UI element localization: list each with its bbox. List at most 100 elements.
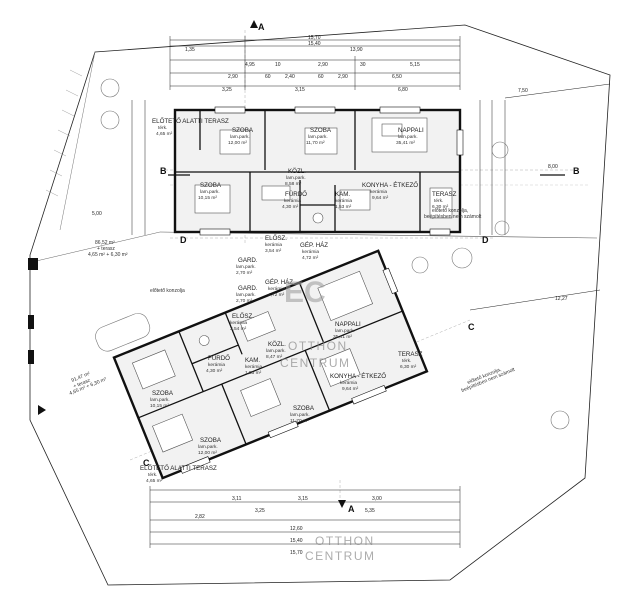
room-area: 3,54 m²: [230, 326, 247, 332]
room-name: SZOBA: [310, 127, 332, 134]
dim-label: 5,35: [365, 508, 375, 514]
section-label-b: B: [160, 166, 167, 176]
room-area: 9,64 m²: [372, 195, 389, 201]
room-area: 6,30 m²: [432, 204, 449, 210]
unit-area-note: 4,65 m² + 6,30 m²: [88, 252, 128, 258]
room-floor: kerámia: [245, 364, 262, 370]
room-area: 4,30 m²: [206, 368, 223, 374]
tree-icon: [411, 256, 429, 274]
dim-label: 12,27: [555, 296, 568, 302]
room-area: 35,41 m²: [333, 334, 352, 340]
room-name: SZOBA: [200, 182, 222, 189]
dim-label: 10: [275, 62, 281, 68]
room-floor: lam.park.: [286, 175, 306, 181]
watermark-line2: CENTRUM: [305, 549, 376, 563]
room-floor: kerámia: [340, 380, 357, 386]
room-name: FÜRDŐ: [208, 355, 230, 362]
dim-label: 3,00: [372, 496, 382, 502]
dim-label: 30: [360, 62, 366, 68]
top-dimension-lines: [169, 36, 461, 90]
terrace-note: beépítésben nem számolt: [424, 214, 482, 220]
watermark: EC OTTHON CENTRUM OTTHON CENTRUM: [280, 276, 376, 563]
section-markers: A A B B D D C C: [143, 20, 580, 514]
upper-unit-labels: ELŐTETŐ ALATTI TERASZ térk. 4,65 m² SZOB…: [88, 118, 482, 294]
dim-label: 2,90: [318, 62, 328, 68]
section-label-d: D: [482, 235, 489, 245]
section-label-b: B: [573, 166, 580, 176]
side-dimension-lines: [131, 83, 611, 311]
section-label-a: A: [258, 22, 265, 32]
watermark-line1: OTTHON: [315, 534, 375, 548]
dim-label: 2,90: [228, 74, 238, 80]
unit-area-note: + terasz: [97, 246, 115, 252]
dim-label: 15,70: [308, 35, 321, 41]
tree-icon: [451, 247, 473, 269]
dim-label: 13,90: [350, 47, 363, 53]
left-boundary-hatch: [45, 69, 83, 197]
room-area: 8,47 m²: [266, 354, 283, 360]
dim-label: 3,11: [232, 496, 242, 502]
room-name: SZOBA: [200, 437, 222, 444]
room-floor: lam.park.: [308, 134, 328, 140]
room-name: GÉP. HÁZ: [300, 242, 328, 249]
section-label-d: D: [180, 235, 187, 245]
room-floor: térk.: [402, 358, 411, 364]
terrace-note: előtető konzolja,: [432, 208, 468, 214]
room-area: 3,54 m²: [265, 248, 282, 254]
room-area: 11,70 m²: [306, 140, 325, 146]
watermark-logo: EC: [284, 276, 326, 309]
room-area: 4,65 m²: [156, 131, 173, 137]
dim-label: 5,00: [92, 211, 102, 217]
watermark-line2: CENTRUM: [280, 356, 351, 370]
room-name: GÉP. HÁZ: [265, 279, 293, 286]
landscaping: [95, 78, 570, 430]
dim-label: 60: [318, 74, 324, 80]
room-name: NAPPALI: [335, 321, 361, 328]
section-arrow-icon: [250, 20, 258, 28]
room-floor: lam.park.: [230, 134, 250, 140]
unit-area-note: 86,52 m²: [95, 240, 115, 246]
room-floor: kerámia: [268, 286, 285, 292]
room-name: NAPPALI: [398, 127, 424, 134]
room-floor: lam.park.: [236, 292, 256, 298]
room-floor: kerámia: [284, 198, 301, 204]
dim-label: 1,35: [185, 47, 195, 53]
room-name: KONYHA - ÉTKEZŐ: [362, 182, 418, 189]
top-dimension-text: 15,70 15,40 1,35 13,90 4,95 10 2,90 30 5…: [185, 35, 420, 93]
room-floor: lam.park.: [398, 134, 418, 140]
dim-label: 2,40: [285, 74, 295, 80]
upper-unit-building: [173, 106, 464, 236]
room-area: 1,53 m²: [245, 370, 262, 376]
room-area: 12,00 m²: [198, 450, 217, 456]
room-floor: kerámia: [335, 198, 352, 204]
section-label-a: A: [348, 504, 355, 514]
room-name: TERASZ: [432, 191, 457, 198]
room-name: KAM.: [335, 191, 350, 198]
dim-label: 8,00: [548, 164, 558, 170]
room-name: SZOBA: [293, 405, 315, 412]
room-area: 35,41 m²: [396, 140, 415, 146]
room-name: GARD.: [238, 257, 258, 264]
room-floor: lam.park.: [335, 328, 355, 334]
room-name: KONYHA - ÉTKEZŐ: [330, 373, 386, 380]
tree-icon: [491, 141, 509, 159]
room-floor: kerámia: [208, 362, 225, 368]
room-name: FÜRDŐ: [285, 191, 307, 198]
dim-label: 3,15: [295, 87, 305, 93]
room-area: 11,70 m²: [290, 418, 309, 424]
room-name: ELŐSZ.: [265, 235, 287, 242]
dim-label: 2,82: [195, 514, 205, 520]
room-area: 9,64 m²: [342, 386, 359, 392]
dim-label: 60: [265, 74, 271, 80]
room-floor: lam.park.: [198, 444, 218, 450]
room-area: 4,65 m²: [146, 478, 163, 484]
room-area: 2,70 m²: [236, 270, 253, 276]
bottom-dimension-text: 3,11 3,15 3,00 3,25 5,35 12,60 15,40 15,…: [195, 496, 382, 556]
side-dimension-text: 7,50 12,27 8,00 5,00: [92, 88, 568, 302]
dim-label: 7,50: [518, 88, 528, 94]
dim-label: 3,25: [222, 87, 232, 93]
room-floor: kerámia: [302, 249, 319, 255]
dim-label: 15,40: [308, 41, 321, 47]
dim-label: 4,95: [245, 62, 255, 68]
